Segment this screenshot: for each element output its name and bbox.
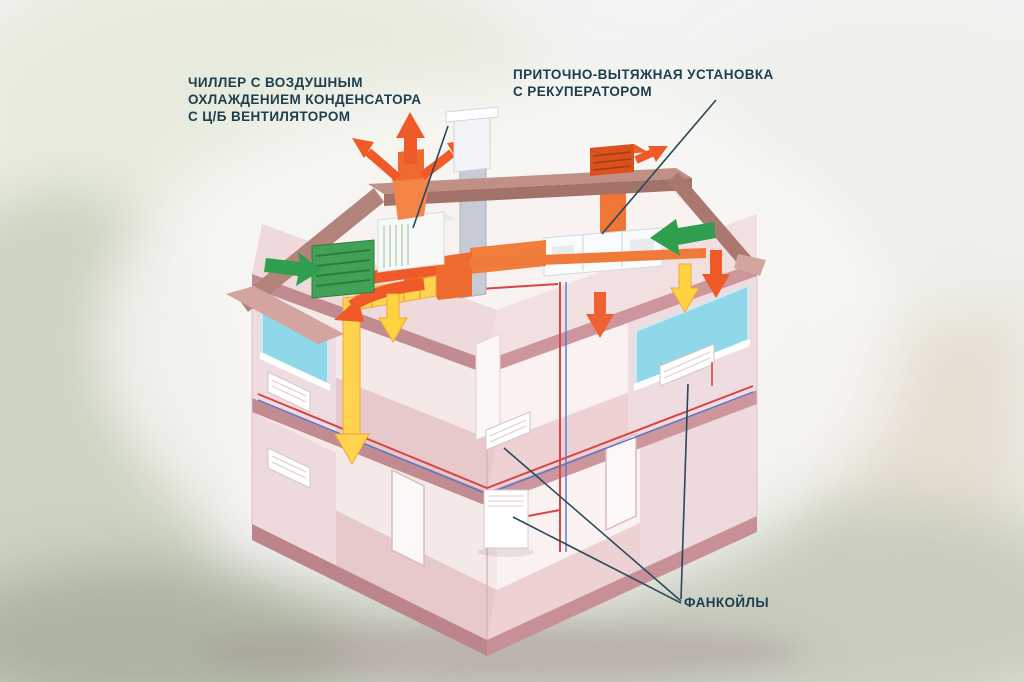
floor2-slab-edge-left [252,398,487,506]
label-fancoils: ФАНКОЙЛЫ [684,595,770,610]
base-slab-edge-left [252,524,487,656]
label-ahu: ПРИТОЧНО-ВЫТЯЖНАЯ УСТАНОВКА С РЕКУПЕРАТО… [513,67,774,99]
leader-lines [412,99,717,604]
roof-fascia-right [668,172,754,271]
fresh-air-arrow-left [264,252,322,286]
condenser-intake-louver [311,239,375,299]
fan-coil-ground-left [267,447,311,489]
roof-vent-stack [445,106,499,173]
ridge-strip-top [368,168,692,194]
vent-stack-cap [445,106,499,123]
leader-line-chiller [412,125,449,229]
roof [226,168,766,344]
ground-door-left [391,468,425,568]
orange-arrow-curve-head [334,298,364,322]
roof-fascia-left [238,188,384,312]
grille-arrow-shaft [634,148,656,164]
roof-eave-left [226,286,344,344]
floor2-partition [475,333,501,441]
leader-line-fancoil-1 [680,383,689,600]
orange-arrow-left-shaft [367,261,437,285]
chiller-exhaust-arrows [352,112,468,182]
orange-arrow-down-mid [586,292,614,338]
exhaust-arrow-up [396,112,425,164]
yellow-arrow-floor2-left [378,293,408,343]
vent-stack-body [453,113,491,173]
orange-arrow-down-right [702,250,730,298]
facade-ground-right [640,404,757,570]
partitions-and-doors [391,333,637,568]
label-chiller: ЧИЛЛЕР С ВОЗДУШНЫМ ОХЛАЖДЕНИЕМ КОНДЕНСАТ… [188,75,422,124]
grille-louvers [592,151,632,171]
attic-front-duct-orange [470,248,706,268]
fan-coil-floor-standing [478,489,534,557]
base-slab-edge-right [487,516,757,656]
exhaust-arrow-upleft-head [352,138,374,158]
house-ground-shadow [200,624,800,680]
attic-slab-edge-left [252,274,487,374]
roof-exhaust-grille [590,144,668,176]
fan-coil-units [267,343,715,557]
roof-eave-right [734,254,766,276]
pipe-red-floor2 [257,385,754,490]
leader-line-fancoil-3 [512,516,682,604]
leader-line-ahu [601,99,717,235]
yellow-riser-arrowhead [334,433,370,466]
grille-arrow-head [648,146,668,162]
chiller-front [377,211,445,273]
exhaust-arrow-upleft-shaft [365,148,401,182]
grille-front [590,144,634,176]
pipe-red-stub [527,509,561,517]
fan-coil-floor2-left [267,371,311,413]
fan-coil-floor2-center [485,411,531,451]
ground-door-right [605,432,637,532]
fresh-air-arrow-right [650,219,716,256]
ridge-strip-front [384,178,692,206]
chiller-louver-stripes [383,224,409,268]
rooftop-units [264,106,716,299]
leader-line-fancoil-2 [503,447,682,602]
floor-slabs [251,262,758,656]
yellow-arrow-floor2-right [670,263,700,313]
fan-coil-floor2-right [659,343,715,387]
exhaust-arrow-upright-shaft [419,149,455,180]
window-sill-left [260,352,330,391]
